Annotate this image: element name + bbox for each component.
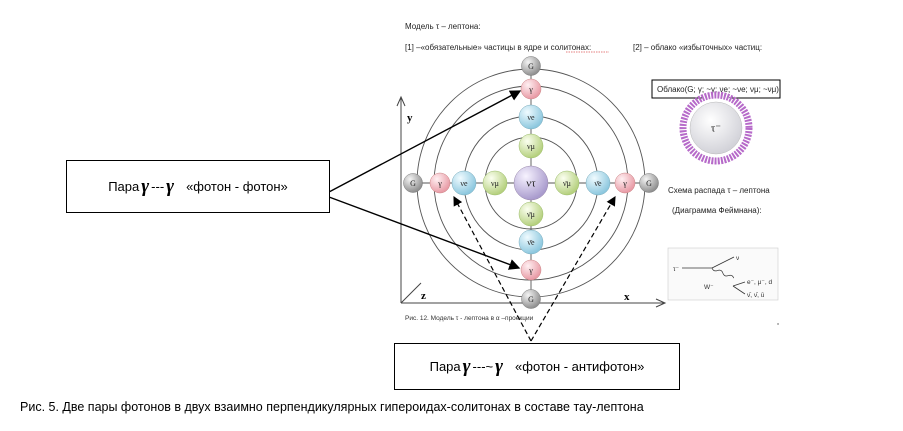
box2-gamma-2: γ: [495, 355, 504, 377]
svg-text:G: G: [528, 62, 534, 71]
particle-nu-mu-top: νμ: [518, 133, 544, 159]
particle-anti-nu-e-bottom: ν̄e: [518, 229, 544, 255]
svg-text:νμ: νμ: [527, 142, 535, 151]
page-marker: ▫: [777, 321, 779, 328]
photon-pair-box: Пара γ --- γ «фотон - фотон»: [66, 160, 330, 213]
feynman-w: W⁻: [704, 284, 714, 291]
particle-G-left: G: [403, 173, 423, 193]
dashed-arrow-to-gamma-right: [530, 195, 616, 342]
photon-antiphoton-box: Пара γ ---~ γ «фотон - антифотон»: [394, 343, 680, 390]
model-title: Модель τ – лептона:: [405, 22, 481, 31]
feynman-tau: τ⁻: [673, 266, 680, 273]
box2-mid: ---~: [472, 359, 494, 374]
box2-gamma-1: γ: [462, 355, 471, 377]
y-axis-label: y: [407, 112, 413, 124]
tau-core: [689, 101, 743, 155]
particle-G-top: G: [521, 56, 541, 76]
x-axis-arrow: [655, 298, 667, 308]
decay-title: Схема распада τ – лептона: [668, 186, 770, 195]
particle-nu-tau-center: ντ: [513, 165, 549, 201]
svg-text:νe: νe: [527, 113, 535, 122]
feynman-nu: ν: [736, 255, 739, 262]
figure-note: Рис. 12. Модель τ - лептона в α –проекци…: [405, 315, 534, 322]
svg-text:νe: νe: [460, 179, 468, 188]
svg-text:ν̄μ: ν̄μ: [563, 179, 571, 188]
particle-nu-e-top: νe: [518, 104, 544, 130]
box2-quote: «фотон - антифотон»: [515, 359, 645, 374]
particle-gamma-top: γ: [520, 78, 542, 100]
svg-text:ντ: ντ: [526, 178, 536, 190]
svg-text:γ: γ: [528, 266, 533, 275]
svg-text:γ: γ: [437, 179, 442, 188]
particle-G-bottom: G: [521, 289, 541, 309]
feynman-products1: e⁻, μ⁻, d: [747, 279, 772, 286]
heading-right: [2] – облако «избыточных» частиц:: [633, 43, 762, 52]
z-axis-label: z: [421, 290, 426, 302]
svg-text:G: G: [410, 179, 416, 188]
particle-nu-mu-left: νμ: [482, 170, 508, 196]
feynman-products2: ν̄, ν̄, ū: [747, 292, 765, 299]
box2-prefix: Пара: [429, 359, 461, 374]
svg-text:ν̄e: ν̄e: [527, 238, 535, 247]
box1-gamma-1: γ: [141, 175, 150, 197]
arrow-to-gamma-top: [328, 90, 522, 193]
particle-nu-e-left: νe: [451, 170, 477, 196]
box1-quote: «фотон - фотон»: [186, 179, 288, 194]
z-axis: [400, 282, 422, 304]
figure-caption: Рис. 5. Две пары фотонов в двух взаимно …: [20, 400, 644, 414]
box1-prefix: Пара: [108, 179, 140, 194]
tau-cloud: τ⁻: [679, 91, 753, 165]
arrow-to-gamma-bottom: [328, 196, 521, 270]
dashed-arrow-to-gamma-left: [453, 195, 532, 342]
svg-text:G: G: [528, 295, 534, 304]
heading-left: [1] –«обязательные» частицы в ядре и сол…: [405, 43, 591, 52]
cloud-label: Облако(G; γ; ~γ; νe; ~νe; νμ; ~νμ): [657, 85, 779, 94]
particle-anti-nu-mu-right: ν̄μ: [554, 170, 580, 196]
particle-anti-nu-mu-bottom: ν̄μ: [518, 201, 544, 227]
feynman-diagram: τ⁻ ν W⁻ e⁻, μ⁻, d ν̄, ν̄, ū: [667, 247, 779, 301]
svg-text:γ: γ: [528, 85, 533, 94]
svg-text:νμ: νμ: [491, 179, 499, 188]
particle-anti-nu-e-right: ν̄e: [585, 170, 611, 196]
particle-gamma-left: γ: [429, 172, 451, 194]
tau-symbol: τ⁻: [711, 123, 721, 135]
svg-text:G: G: [646, 179, 652, 188]
svg-text:γ: γ: [622, 179, 627, 188]
svg-text:ν̄μ: ν̄μ: [527, 210, 535, 219]
x-axis-label: x: [624, 291, 630, 303]
particle-G-right: G: [639, 173, 659, 193]
box1-mid: ---: [151, 179, 165, 194]
decay-subtitle: (Диаграмма Феймнана):: [672, 206, 762, 215]
box1-gamma-2: γ: [166, 175, 175, 197]
particle-gamma-bottom: γ: [520, 259, 542, 281]
svg-text:ν̄e: ν̄e: [594, 179, 602, 188]
particle-gamma-right: γ: [614, 172, 636, 194]
y-axis-arrow: [396, 95, 406, 107]
